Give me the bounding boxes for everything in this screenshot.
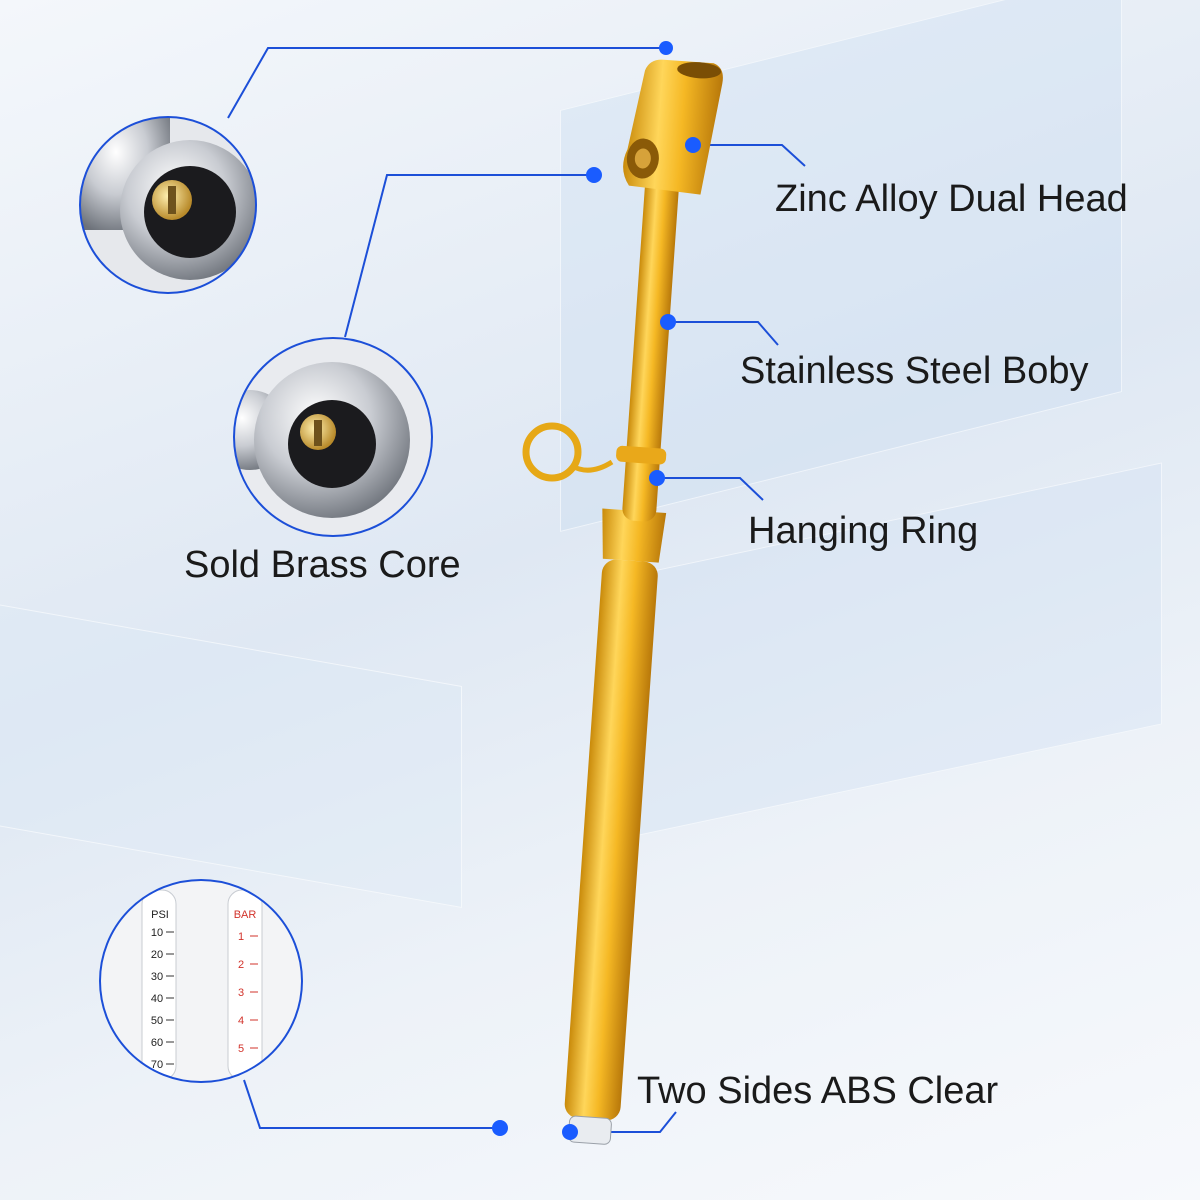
callout-brass-core-closeup <box>234 338 432 536</box>
psi-tick-label: 10 <box>151 927 163 939</box>
bar-scale-label: BAR <box>234 909 257 921</box>
dot-abs <box>562 1124 578 1140</box>
label-hanging-ring: Hanging Ring <box>748 510 979 552</box>
psi-scale-label: PSI <box>151 909 169 921</box>
leader-line-ring <box>657 477 764 501</box>
bar-tick-label: 3 <box>238 987 244 999</box>
bar-tick-marks: 1 2 3 4 5 <box>238 931 258 1055</box>
label-solid-brass-core: Sold Brass Core <box>184 544 461 586</box>
psi-tick-label: 70 <box>151 1059 163 1071</box>
ring-band <box>616 445 667 465</box>
hanging-ring-icon <box>522 422 582 482</box>
bar-tick-label: 5 <box>238 1043 244 1055</box>
psi-tick-marks: 10 20 30 40 50 60 70 <box>151 927 174 1071</box>
leader-line-zinc <box>693 144 806 167</box>
leader-line-top <box>227 47 666 119</box>
dot-brass <box>586 167 602 183</box>
callout-dots <box>492 41 701 1140</box>
psi-tick-label: 40 <box>151 993 163 1005</box>
callout-dual-head-closeup <box>80 117 256 293</box>
gauge-lower-barrel <box>564 559 658 1121</box>
label-stainless-steel-body: Stainless Steel Boby <box>740 350 1089 392</box>
gauge-upper-tube <box>622 121 683 522</box>
leader-line-steel <box>668 321 779 346</box>
bar-tick-label: 2 <box>238 959 244 971</box>
psi-tick-label: 60 <box>151 1037 163 1049</box>
psi-tick-label: 50 <box>151 1015 163 1027</box>
psi-tick-label: 20 <box>151 949 163 961</box>
bar-tick-label: 4 <box>238 1015 244 1027</box>
dot-scale <box>492 1120 508 1136</box>
dot-ring <box>649 470 665 486</box>
leader-line-scale <box>243 1079 500 1129</box>
leader-line-brass <box>344 174 594 338</box>
gauge-collar <box>602 508 667 563</box>
dot-steel <box>660 314 676 330</box>
head-port-top <box>677 62 722 79</box>
psi-tick-label: 30 <box>151 971 163 983</box>
dot-zinc <box>685 137 701 153</box>
bar-tick-label: 1 <box>238 931 244 943</box>
dot-top <box>659 41 673 55</box>
leader-lines <box>227 47 806 1133</box>
label-two-sides-abs-clear: Two Sides ABS Clear <box>637 1070 999 1112</box>
tire-gauge <box>564 59 723 1145</box>
callout-scale-closeup: 10 20 30 40 50 60 70 1 2 3 4 5 PSI BAR <box>100 880 302 1082</box>
label-zinc-alloy-dual-head: Zinc Alloy Dual Head <box>775 178 1128 220</box>
